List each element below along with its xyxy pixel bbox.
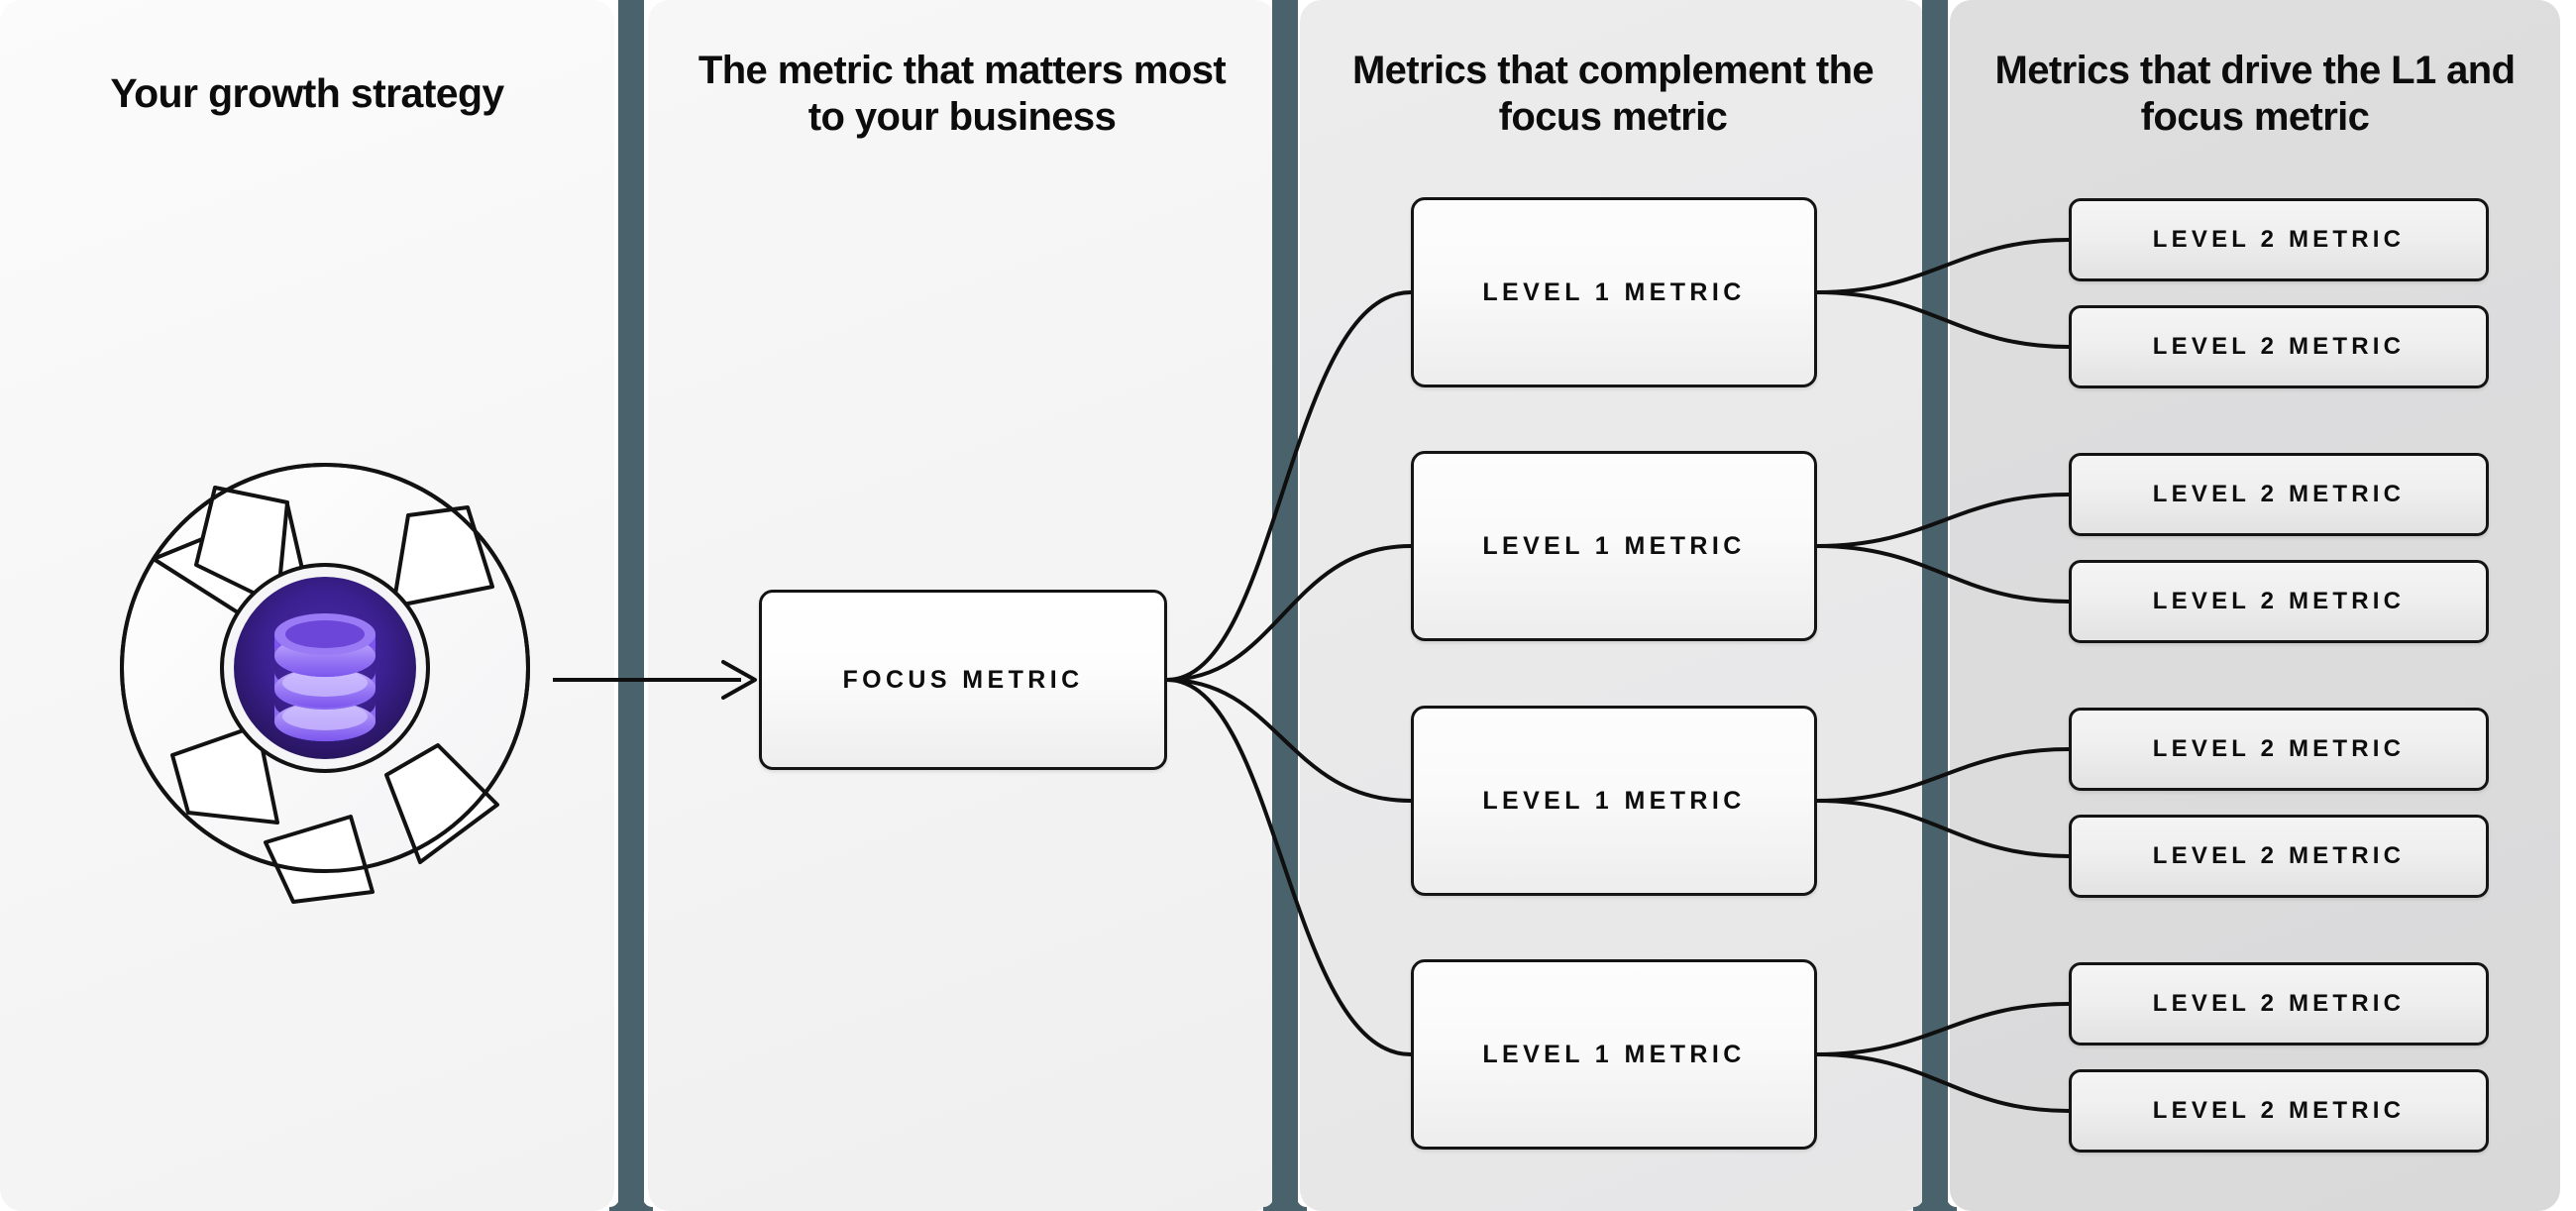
level2-metric-box[interactable]: LEVEL 2 METRIC <box>2069 305 2489 388</box>
column-divider-3 <box>1922 0 1948 1211</box>
column-divider-2 <box>1272 0 1298 1211</box>
level2-metric-box[interactable]: LEVEL 2 METRIC <box>2069 1069 2489 1153</box>
level1-metric-box[interactable]: LEVEL 1 METRIC <box>1411 959 1817 1150</box>
level1-metric-box[interactable]: LEVEL 1 METRIC <box>1411 706 1817 896</box>
level2-metric-box[interactable]: LEVEL 2 METRIC <box>2069 815 2489 898</box>
column-heading-level2: Metrics that drive the L1 and focus metr… <box>1994 49 2517 140</box>
level1-metric-box[interactable]: LEVEL 1 METRIC <box>1411 451 1817 641</box>
column-heading-level1: Metrics that complement the focus metric <box>1351 49 1875 140</box>
level2-metric-box[interactable]: LEVEL 2 METRIC <box>2069 962 2489 1046</box>
column-heading-strategy: Your growth strategy <box>110 70 504 116</box>
column-heading-focus: The metric that matters most to your bus… <box>698 49 1227 140</box>
focus-metric-box[interactable]: FOCUS METRIC <box>759 590 1167 770</box>
level2-metric-box[interactable]: LEVEL 2 METRIC <box>2069 560 2489 643</box>
level1-metric-box[interactable]: LEVEL 1 METRIC <box>1411 197 1817 387</box>
level2-metric-box[interactable]: LEVEL 2 METRIC <box>2069 453 2489 536</box>
level2-metric-box[interactable]: LEVEL 2 METRIC <box>2069 198 2489 281</box>
database-icon <box>274 613 376 741</box>
column-divider-1 <box>618 0 644 1211</box>
aperture-database-logo <box>89 428 561 908</box>
level2-metric-box[interactable]: LEVEL 2 METRIC <box>2069 708 2489 791</box>
